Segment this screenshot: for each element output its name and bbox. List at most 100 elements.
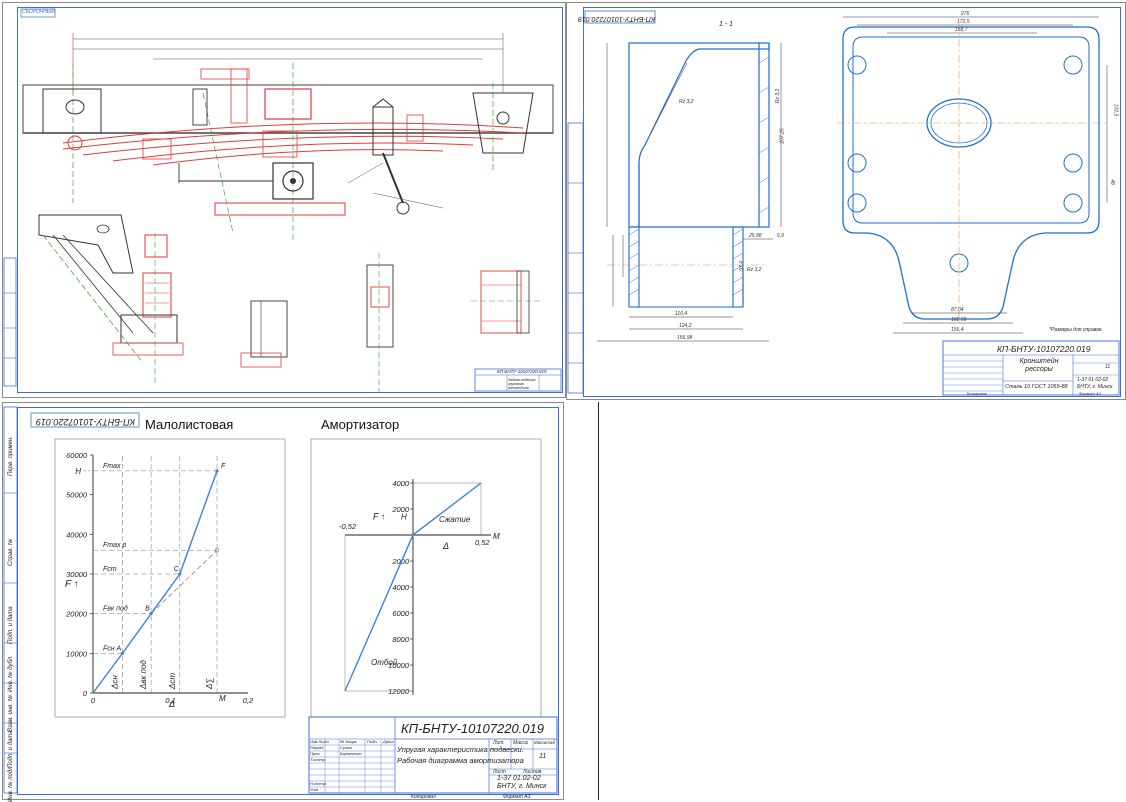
bracket-dim-right-1: 97,4 — [738, 261, 745, 271]
left-point-label: C — [174, 566, 180, 573]
graph-sheet: КП-БНТУ-10107220.019 Малолистовая Аморти… — [2, 402, 564, 802]
left-point-F — [215, 469, 219, 473]
left-y-tick-label: 40000 — [66, 530, 88, 539]
bracket-note: *Размеры для справок. — [1049, 327, 1103, 333]
left-y-tick-label: 10000 — [66, 649, 88, 658]
assembly-stamp-code: КП-БНТУ-10107220.019 — [497, 369, 547, 374]
left-point-C — [178, 572, 182, 576]
graph-stamp-sheet-no: 11 — [539, 753, 547, 760]
bracket-stamp-name: Кронштейн рессоры — [1019, 358, 1059, 373]
bracket-rough-0: Rz 3,2 — [679, 99, 694, 105]
left-series-dashed-end — [214, 548, 220, 553]
graph-stamp-role-7: Карпаченко — [340, 751, 362, 756]
left-level-label: Fсн — [103, 645, 115, 652]
bracket-dim-bottom-1: 102,59 — [951, 317, 967, 323]
bracket-section-label: 1 - 1 — [719, 21, 734, 28]
bracket-stamp-material: Сталь 10 ГОСТ 1055-88 — [1005, 384, 1068, 390]
graph-stamp-role-4: Разраб. — [310, 745, 325, 750]
right-y-tick-label: 6000 — [392, 609, 410, 618]
left-level-label: Fmax — [103, 463, 121, 470]
graph-sheet-lines — [3, 406, 558, 794]
left-level-label-h: H — [75, 467, 81, 476]
right-y-tick-label: 12000 — [388, 687, 410, 696]
right-annotation-rebound: Отбой — [371, 658, 398, 667]
graph-stamp-role-9: Н.контр. — [310, 781, 327, 786]
bracket-dim-right-3: 6,9 — [777, 233, 784, 239]
graph-stamp-code: КП-БНТУ-10107220.019 — [401, 721, 544, 736]
graph-frame — [17, 407, 559, 795]
bracket-stamp-copy: Копировал — [967, 391, 987, 396]
bracket-dim-top-0: 276 — [961, 11, 970, 17]
right-y-tick-label: 10000 — [388, 661, 410, 670]
left-y-tick-label: 30000 — [66, 570, 88, 579]
right-x-tick-label: -0,52 — [339, 522, 357, 531]
right-y-tick-label: 4000 — [392, 583, 410, 592]
left-point-label: A — [115, 645, 121, 652]
right-y-tick-label: 4000 — [392, 479, 410, 488]
graph-stamp-scale: Масштаб — [534, 740, 556, 745]
left-x-level-label: Δсн — [110, 675, 119, 690]
left-x-level-label: Δвк под — [139, 660, 148, 690]
graph-stamp-sheet: Лист — [493, 769, 506, 775]
bracket-dim-top-2: 158,7 — [955, 27, 968, 33]
assembly-frame — [17, 7, 563, 393]
bracket-dim-left-1: 124,2 — [679, 323, 692, 329]
bracket-dim-side-0: 102,5 — [1112, 103, 1119, 117]
side-label-1: Справ. № — [8, 538, 14, 566]
bracket-stamp-sheet: 11 — [1105, 364, 1111, 370]
graph-stamp-role-8: Т.контр. — [310, 757, 327, 762]
side-label-6: Инв. № подл. — [8, 764, 14, 802]
graph-stamp-sheets: Листов — [523, 769, 542, 775]
bracket-frame — [583, 7, 1121, 397]
bracket-stamp-org2: БНТУ, г. Минск — [1077, 384, 1113, 390]
left-level-label: Fвк под — [103, 605, 128, 613]
bracket-dim-right-2: 25,88 — [749, 233, 762, 239]
left-x-axis-label: Δ — [168, 699, 175, 709]
graph-stamp-format: Формат А3 — [503, 794, 531, 800]
bracket-rot-code: КП-БНТУ-10107220.019 — [578, 15, 655, 22]
right-x-unit-label: М — [493, 532, 500, 541]
left-point-label: B — [145, 606, 150, 613]
right-x-tick-label: 0,52 — [475, 538, 490, 547]
graph-stamp-role-10: Утв. — [310, 787, 320, 792]
bracket-dim-bottom-2: 156,4 — [951, 327, 964, 333]
left-y-axis-label: F ↑ — [65, 579, 79, 590]
right-y-unit-label: Н — [401, 512, 407, 521]
left-x-level-label: Δ∑ — [205, 678, 214, 690]
assembly-stamp-sub: Задняя подвеска грузового автомобиля — [508, 378, 536, 390]
graph-stamp-role-2: Подп. — [367, 739, 378, 744]
assembly-top-code: СБОРОЧНЫЙ — [22, 9, 55, 15]
left-x-unit-label: М — [219, 694, 226, 703]
right-y-axis-label: F ↑ — [373, 511, 385, 521]
graph-stamp-line2: Рабочая диаграмма амортизатора — [397, 756, 524, 765]
graph-stamp-copy: Копировал — [411, 794, 436, 800]
graph-stamp-mass: Масса — [513, 740, 528, 746]
graph-stamp-org2: БНТУ, г. Минск — [497, 783, 547, 790]
graph-stamp-role-3: Дата — [383, 739, 394, 744]
bracket-rough-1: Rz 3,2 — [775, 88, 782, 104]
bracket-dim-right-0: 207,25 — [779, 128, 786, 144]
left-level-label: Fmax р — [103, 542, 126, 549]
left-y-tick-label: 20000 — [65, 610, 88, 619]
bracket-stamp-code: КП-БНТУ-10107220.019 — [997, 344, 1091, 354]
graph-stamp-line1: Упругая характеристика подвески. — [397, 745, 524, 754]
bracket-rough-2: Rz 3,2 — [747, 267, 762, 273]
left-x-tick-label: 0,2 — [243, 696, 254, 705]
right-x-axis-label: Δ — [442, 541, 449, 551]
bracket-dim-left-0: 110,4 — [675, 311, 688, 317]
left-y-tick-label: 0 — [83, 689, 88, 698]
bracket-sheet: КП-БНТУ-10107220.019 1 - 1 *Размеры для … — [566, 2, 1126, 400]
side-label-0: Перв. примен. — [8, 436, 14, 476]
left-x-level-label: Δст — [168, 673, 177, 690]
left-x-tick-label: 0,1 — [165, 696, 175, 705]
left-level-label: Fст — [103, 566, 117, 573]
graph-stamp-role-6: Пров. — [310, 751, 321, 756]
graph-stamp-role-1: № докум. — [340, 739, 358, 744]
bracket-drawing — [567, 10, 1120, 396]
graph-stamp-org1: 1-37 01.02-02 — [497, 775, 541, 782]
chart-title-left: Малолистовая — [145, 417, 234, 432]
left-point-B — [149, 612, 153, 616]
right-series — [344, 482, 482, 692]
right-y-tick-label: 8000 — [392, 635, 410, 644]
